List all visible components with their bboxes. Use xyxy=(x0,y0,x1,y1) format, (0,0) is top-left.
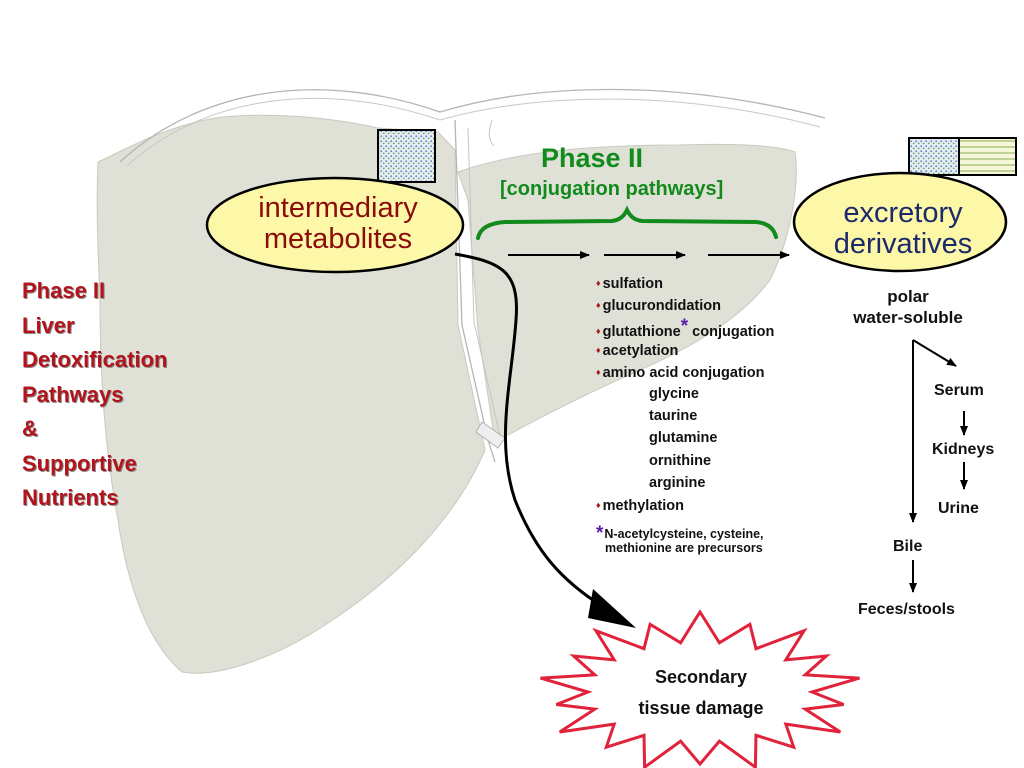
property-line: polar xyxy=(887,287,929,306)
pattern-square-left xyxy=(377,129,436,183)
phase-subtitle: [conjugation pathways] xyxy=(500,178,724,200)
property-line: water-soluble xyxy=(853,308,963,327)
damage-curve xyxy=(454,252,606,610)
title-line: Liver xyxy=(22,312,75,338)
list-item: ♦glucurondidation xyxy=(596,298,721,315)
excretory-derivatives-label: excretory derivatives xyxy=(808,198,998,260)
oval-line: intermediary xyxy=(258,192,418,224)
title-line: Pathways xyxy=(22,381,124,407)
excretory-oval xyxy=(792,171,1008,273)
damage-arrowhead xyxy=(588,589,636,628)
amino-acid-item: arginine xyxy=(649,474,706,491)
feces-label: Feces/stools xyxy=(858,601,955,618)
title-line: Supportive xyxy=(22,450,137,476)
derivative-properties: polar water-soluble xyxy=(820,286,996,328)
phase-brace xyxy=(476,205,778,240)
list-item: ♦acetylation xyxy=(596,342,679,359)
list-item: ♦sulfation xyxy=(596,276,664,292)
diamond-bullet-icon: ♦ xyxy=(596,326,601,337)
amino-acid-item: ornithine xyxy=(649,452,712,469)
intermediary-oval xyxy=(205,176,465,274)
amino-acid-item: glycine xyxy=(649,385,699,402)
precursor-footnote: *N-acetylcysteine, cysteine, methionine … xyxy=(596,523,764,555)
list-item: ♦amino acid conjugation xyxy=(596,364,765,381)
title-line: Nutrients xyxy=(22,485,119,510)
liver-right-lobe xyxy=(457,143,797,443)
asterisk-mark: * xyxy=(596,523,604,544)
diamond-bullet-icon: ♦ xyxy=(596,278,601,288)
pattern-square-right-dots xyxy=(908,137,960,176)
title-line: & xyxy=(22,416,38,441)
list-item: ♦methylation xyxy=(596,497,684,514)
conjugation-pathway-list: ♦sulfation ♦glucurondidation ♦glutathion… xyxy=(596,272,774,516)
title-line: Detoxification xyxy=(22,347,168,372)
amino-acid-item: glutamine xyxy=(649,430,718,447)
diamond-bullet-icon: ♦ xyxy=(596,499,601,510)
diamond-bullet-icon: ♦ xyxy=(596,300,601,311)
urine-label: Urine xyxy=(938,500,979,517)
liver-top-outline xyxy=(119,88,826,163)
intermediary-metabolites-label: intermediary metabolites xyxy=(228,193,448,255)
oval-line: metabolites xyxy=(263,223,413,255)
bile-label: Bile xyxy=(893,538,923,555)
oval-line: derivatives xyxy=(833,228,973,260)
phase-title: Phase II xyxy=(541,143,644,173)
damage-line: tissue damage xyxy=(638,698,764,718)
title-line: Phase II xyxy=(22,278,106,303)
arrow-to-serum xyxy=(912,339,957,367)
kidneys-label: Kidneys xyxy=(932,441,995,458)
diamond-bullet-icon: ♦ xyxy=(596,344,601,355)
serum-label: Serum xyxy=(934,382,984,399)
list-item: ♦glutathione* conjugation xyxy=(596,316,775,341)
damage-starburst xyxy=(540,609,860,768)
pattern-square-right-stripes xyxy=(958,137,1017,176)
oval-line: excretory xyxy=(843,197,963,229)
slide-title: Phase II Liver Detoxification Pathways &… xyxy=(22,274,167,516)
damage-line: Secondary xyxy=(654,667,748,687)
footnote-line: methionine are precursors xyxy=(605,541,763,555)
secondary-tissue-damage-label: Secondary tissue damage xyxy=(596,662,806,724)
diamond-bullet-icon: ♦ xyxy=(596,366,601,377)
amino-acid-item: taurine xyxy=(649,408,698,425)
asterisk-mark: * xyxy=(680,316,689,338)
footnote-line: *N-acetylcysteine, cysteine, xyxy=(596,523,764,544)
